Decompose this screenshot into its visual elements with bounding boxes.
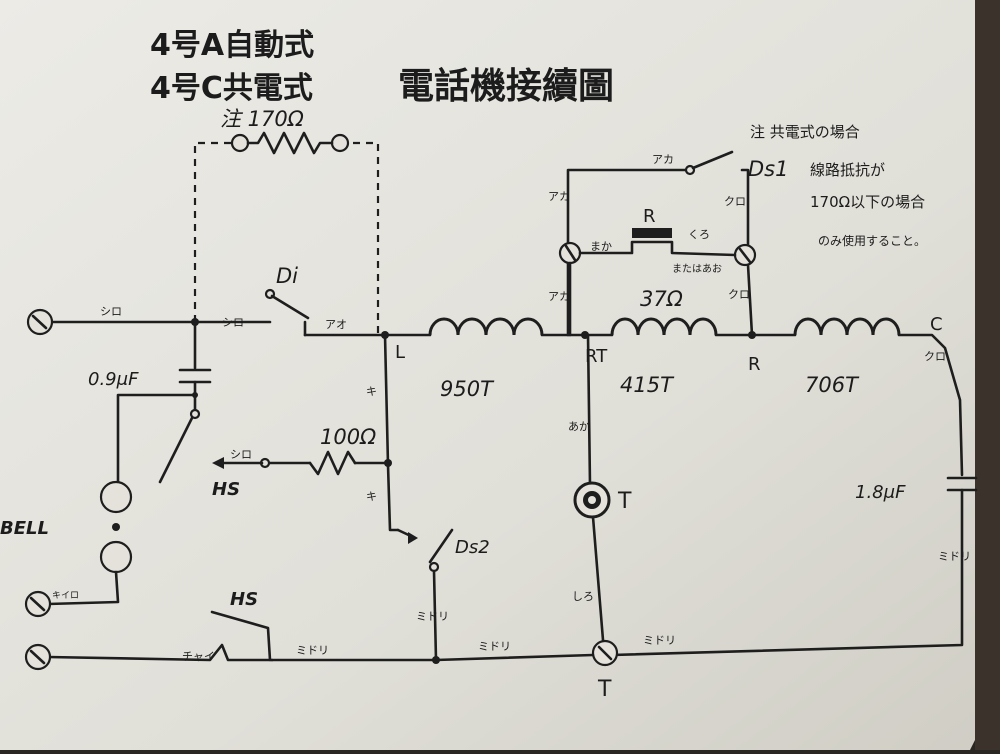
bell-coil-top: [99, 480, 133, 514]
wire-label-midori-3: ミドリ: [643, 634, 676, 647]
junction-R: [748, 331, 756, 339]
junction-bell: [192, 392, 198, 398]
screw-slots: [564, 244, 752, 661]
di-switch-blade: [270, 294, 310, 320]
resistor-170: [246, 131, 334, 155]
r170-terminal-right: [330, 133, 350, 153]
bell-coil-bottom: [99, 540, 133, 574]
label-ds1: Ds1: [748, 157, 788, 181]
coil-950: [428, 317, 544, 336]
junction-L: [381, 331, 389, 339]
main-title: 電話機接續圖: [398, 66, 614, 107]
wire-label-mataha: またはあお: [672, 263, 722, 275]
label-cap18: 1.8μF: [855, 482, 906, 503]
wire-label-aka-3: アカ: [548, 290, 570, 303]
junction-RT: [581, 331, 589, 339]
note-line-1: 注 共電式の場合: [750, 123, 860, 141]
wire-label-shiro-2: シロ: [222, 316, 244, 329]
junction-bottom: [432, 656, 440, 664]
label-r37: 37Ω: [640, 287, 683, 311]
receiver-wire: [578, 240, 737, 257]
junction-r100: [384, 459, 392, 467]
node-R: R: [748, 354, 761, 375]
wire-ds2-down: [432, 569, 438, 662]
wire-coil706-to-cap: [897, 333, 964, 477]
ds1-switch-blade: [691, 150, 734, 170]
ds2-arrow-head: [408, 532, 418, 544]
hs-switch-blade: [210, 610, 272, 662]
wire-bell-to-terminal: [46, 570, 120, 606]
wire-label-aka-2: アカ: [548, 190, 570, 203]
resistor-100: [308, 450, 357, 476]
receiver-body: [632, 228, 672, 238]
wire-label-ki-1: キ: [366, 385, 377, 398]
wire-label-midori-2: ミドリ: [478, 640, 511, 653]
wire-L-down: [383, 333, 400, 532]
wire-label-kuro-4: くろ: [688, 228, 710, 241]
junction-left: [191, 318, 199, 326]
wire-label-maka: まか: [590, 240, 612, 253]
label-hs-switch: HS: [230, 589, 258, 610]
label-di: Di: [276, 264, 298, 288]
title-line-1: 4号A自動式: [150, 28, 314, 63]
label-coil950: 950T: [440, 377, 495, 401]
note-line-3: 170Ω以下の場合: [810, 193, 925, 211]
wire-to-bell: [116, 393, 197, 484]
bell-center-dot: [112, 523, 120, 531]
wire-label-ao: アオ: [325, 318, 347, 331]
label-r100: 100Ω: [320, 425, 376, 449]
node-RT: RT: [585, 346, 608, 367]
label-bell: BELL: [0, 518, 49, 539]
r170-terminal-left: [230, 133, 250, 153]
wire-cap-to-T: [610, 488, 964, 657]
wire-label-midori-5: ミドリ: [938, 550, 971, 563]
terminal-screws: [29, 314, 48, 665]
ds2-switch-blade: [428, 528, 454, 564]
label-r170: 注 170Ω: [220, 107, 304, 131]
wire-label-kuro-3: クロ: [924, 350, 946, 363]
wire-label-ki-2: キ: [366, 490, 377, 503]
label-receiver: R: [643, 206, 656, 227]
coil-415: [610, 317, 718, 336]
background-edge: [975, 0, 1000, 750]
node-L: L: [395, 342, 405, 363]
label-ds2: Ds2: [455, 537, 490, 558]
note-line-4: のみ使用すること。: [818, 233, 926, 248]
wire-label-aka-1: アカ: [652, 153, 674, 166]
wire-label-kiiro: キイロ: [52, 591, 79, 601]
label-hs-left: HS: [212, 479, 240, 500]
label-transmitter: T: [617, 489, 632, 514]
wire-bottom-left: [46, 643, 274, 662]
wire-RT-to-transmitter: [586, 333, 592, 487]
hs-arrow-head: [212, 457, 224, 469]
wire-label-aka-vertical: あか: [568, 420, 590, 433]
node-T-bottom: T: [597, 677, 612, 702]
coil-706: [793, 317, 901, 336]
transmitter-core: [588, 496, 596, 504]
node-C: C: [930, 314, 943, 335]
wire-label-midori-1: ミドリ: [296, 644, 329, 657]
wire-label-shiro-vertical: しろ: [572, 590, 594, 603]
wire-bridge-left: [566, 168, 692, 337]
wire-label-kuro-2: クロ: [728, 288, 750, 301]
bell-switch-contact: [189, 408, 201, 420]
wire-label-kuro-1: クロ: [724, 195, 746, 208]
title-line-2: 4号C共電式: [150, 71, 313, 106]
wire-label-chai: チャイ: [182, 650, 215, 663]
note-line-2: 線路抵抗が: [810, 161, 885, 179]
wire-label-midori-4: ミドリ: [416, 610, 449, 623]
label-coil706: 706T: [805, 373, 860, 397]
label-coil415: 415T: [620, 373, 675, 397]
wire-label-shiro-1: シロ: [100, 305, 122, 318]
wire-label-shiro-3: シロ: [230, 448, 252, 461]
wire-ds1-to-right: [740, 168, 750, 247]
label-cap09: 0.9μF: [88, 369, 139, 390]
wire-transmitter-to-T: [591, 515, 605, 642]
dashed-wire-left: [193, 141, 240, 322]
wire-receiver-down: [568, 261, 754, 337]
